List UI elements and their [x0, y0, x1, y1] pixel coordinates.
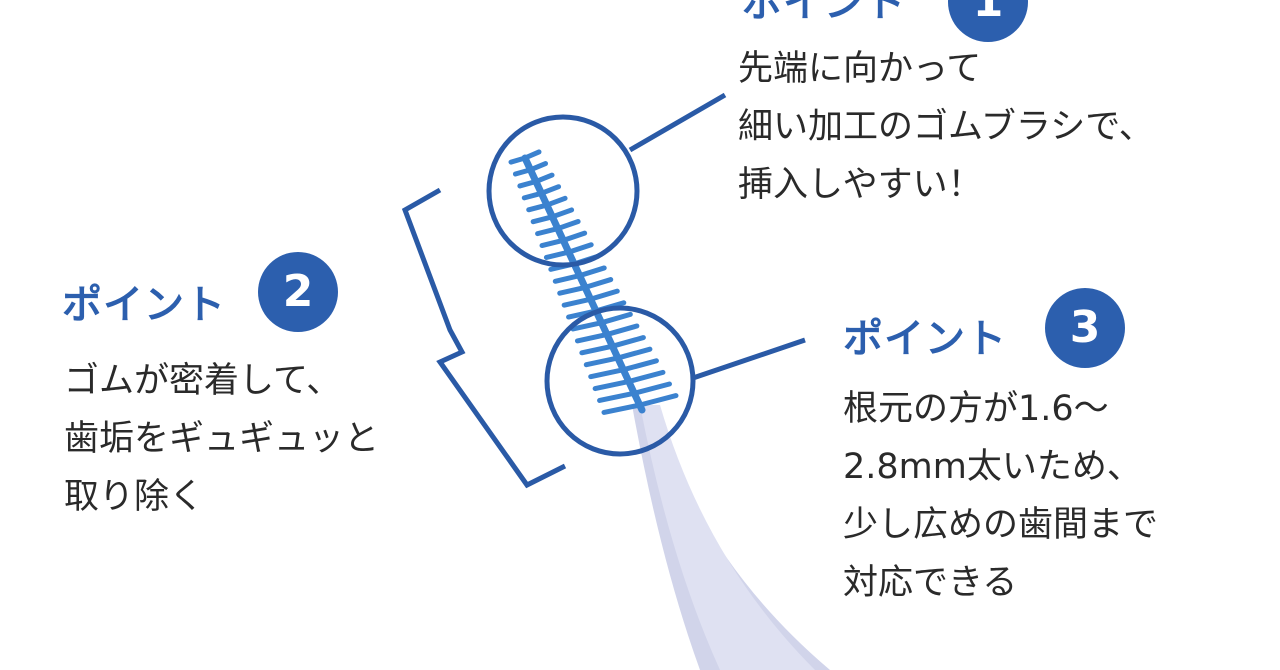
- bristle: [592, 378, 632, 392]
- text-line: 挿入しやすい！: [738, 165, 983, 205]
- bristle: [557, 284, 588, 296]
- bristle: [632, 381, 672, 396]
- point-3-label: ポイント: [843, 316, 1007, 362]
- text-line: 対応できる: [843, 563, 1018, 603]
- leader-line-3: [692, 337, 806, 381]
- callout-circle-base: [544, 305, 696, 457]
- bristle: [552, 273, 583, 284]
- brush-wire: [521, 154, 646, 414]
- bristle: [543, 249, 572, 260]
- text-line: 取り除く: [64, 477, 205, 517]
- bristle: [566, 242, 594, 255]
- point-3-badge: 3: [1045, 288, 1125, 368]
- bristle: [574, 331, 610, 344]
- bristle: [599, 311, 633, 326]
- text-line: 歯垢をギュギュッと: [64, 419, 380, 459]
- bristle: [626, 369, 666, 384]
- bristle: [601, 402, 643, 415]
- point-3-description: 根元の方が1.6〜 2.8mm太いため、 少し広めの歯間まで 対応できる: [843, 380, 1158, 612]
- callout-circle-tip: [486, 114, 640, 268]
- bristle: [588, 288, 620, 302]
- bristle: [597, 390, 638, 403]
- text-line: 根元の方が1.6〜: [843, 389, 1109, 429]
- text-line: 細い加工のゴムブラシで、: [738, 107, 1154, 147]
- bristle: [604, 323, 640, 337]
- bristle: [561, 296, 594, 308]
- point-2-description: ゴムが密着して、 歯垢をギュギュッと 取り除く: [64, 352, 379, 526]
- point-1-description: 先端に向かって 細い加工のゴムブラシで、 挿入しやすい！: [738, 40, 1154, 214]
- bristle: [560, 230, 588, 243]
- bristle: [610, 335, 646, 349]
- text-line: 少し広めの歯間まで: [843, 505, 1159, 545]
- point-2-label: ポイント: [62, 282, 226, 328]
- text-line: 2.8mm太いため、: [843, 447, 1142, 487]
- leader-line-1: [628, 92, 727, 153]
- bristle: [582, 277, 614, 290]
- bristle: [555, 219, 581, 232]
- text-line: 先端に向かって: [738, 49, 982, 89]
- bracket-point-2: [401, 187, 567, 489]
- bristle: [588, 367, 627, 380]
- bristle: [621, 358, 659, 373]
- point-2-badge: 2: [258, 252, 338, 332]
- bristle: [615, 346, 653, 361]
- bristle: [579, 343, 616, 356]
- point-1-label: ポイント: [742, 0, 906, 26]
- bristle: [637, 393, 679, 408]
- bristle: [577, 265, 607, 279]
- bristle: [583, 355, 621, 368]
- brush-handle: [632, 405, 830, 670]
- brush-bristles: [508, 149, 679, 415]
- text-line: ゴムが密着して、: [64, 361, 342, 401]
- bristle: [570, 320, 605, 332]
